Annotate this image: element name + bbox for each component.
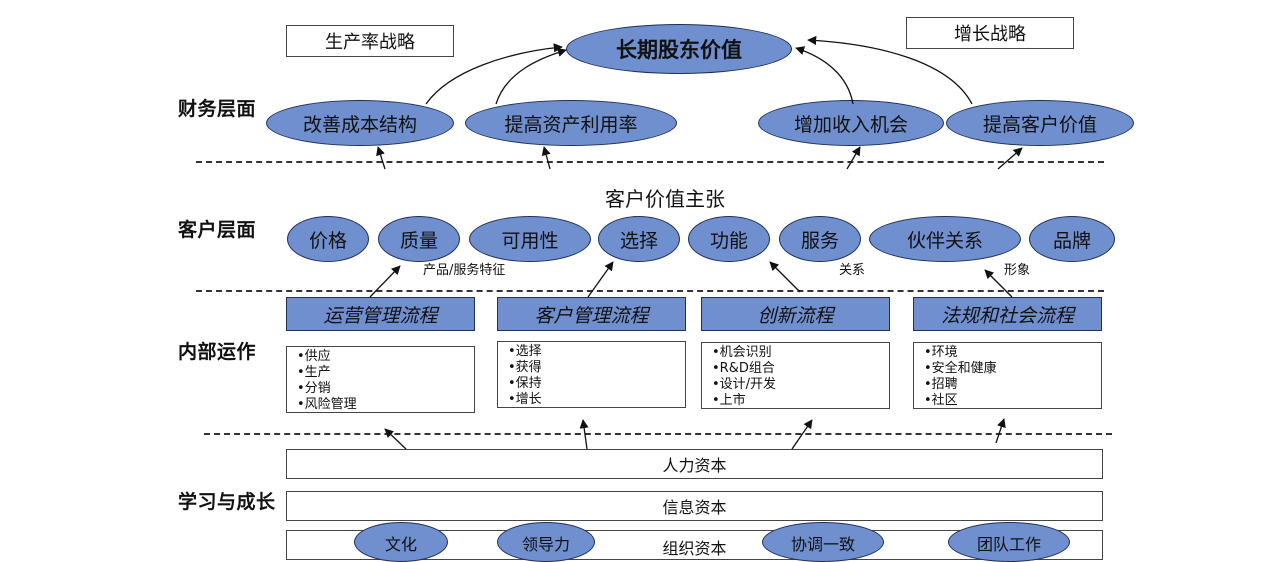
customer-attr-label: 价格: [308, 229, 347, 252]
arrow-revenue-to-value: [795, 46, 854, 105]
layer-label-financial: 财务层面: [178, 98, 257, 120]
process-list-customer-mgmt: •选择 •获得 •保持 •增长: [497, 341, 686, 408]
process-list-item: •风险管理: [297, 397, 357, 412]
group-caption-image: 形象: [1004, 263, 1031, 278]
customer-attr-label: 选择: [619, 229, 658, 252]
separator-customer-internal: [196, 290, 1104, 292]
customer-attr-availability: 可用性: [469, 216, 591, 262]
process-list-item: •社区: [924, 393, 958, 408]
layer-label-learning: 学习与成长: [178, 491, 276, 513]
group-caption-product-service: 产品/服务特征: [423, 263, 506, 278]
arrow-up-2: [541, 146, 551, 170]
shareholder-value-label: 长期股东价值: [616, 38, 742, 62]
human-capital-bar: 人力资本: [286, 449, 1103, 479]
org-item-label: 团队工作: [976, 535, 1041, 554]
process-list-item: •R&D组合: [712, 361, 775, 376]
process-list-item: •机会识别: [712, 345, 772, 360]
financial-item-revenue-opportunity: 增加收入机会: [758, 100, 944, 146]
process-title: 客户管理流程: [534, 304, 649, 327]
org-item-teamwork: 团队工作: [948, 522, 1070, 562]
process-title: 创新流程: [757, 304, 834, 327]
org-item-culture: 文化: [354, 522, 448, 562]
customer-attr-selection: 选择: [598, 216, 680, 262]
financial-item-customer-value: 提高客户价值: [946, 100, 1134, 146]
process-list-item: •增长: [508, 392, 542, 407]
process-list-item: •获得: [508, 360, 542, 375]
human-capital-label: 人力资本: [662, 456, 727, 475]
process-list-innovation: •机会识别 •R&D组合 •设计/开发 •上市: [701, 342, 890, 409]
customer-attr-label: 伙伴关系: [906, 229, 983, 252]
financial-item-label: 提高客户价值: [982, 113, 1097, 136]
arrow-custvalue-to-value: [807, 35, 973, 105]
process-list-item: •保持: [508, 376, 542, 391]
organization-capital-label: 组织资本: [662, 539, 727, 558]
layer-label-internal: 内部运作: [178, 341, 257, 363]
org-item-alignment: 协调一致: [762, 522, 884, 562]
customer-attr-label: 服务: [800, 229, 839, 252]
arrow-up-4: [997, 147, 1023, 170]
customer-attr-label: 质量: [399, 229, 438, 252]
customer-value-title: 客户价值主张: [605, 187, 725, 211]
financial-item-label: 改善成本结构: [302, 113, 417, 136]
org-item-label: 协调一致: [790, 535, 855, 554]
process-list-item: •上市: [712, 393, 746, 408]
customer-attr-function: 功能: [688, 216, 770, 262]
process-list-item: •生产: [297, 365, 331, 380]
process-list-item: •供应: [297, 349, 331, 364]
process-title: 运营管理流程: [323, 304, 438, 327]
financial-item-label: 增加收入机会: [793, 113, 908, 136]
financial-item-cost-structure: 改善成本结构: [266, 100, 454, 146]
customer-attr-quality: 质量: [378, 216, 460, 262]
financial-item-asset-utilization: 提高资产利用率: [465, 100, 677, 146]
process-list-operations: •供应 •生产 •分销 •风险管理: [286, 346, 475, 413]
org-item-label: 领导力: [521, 535, 570, 554]
growth-strategy-box: 增长战略: [906, 17, 1074, 49]
process-header-innovation: 创新流程: [701, 297, 890, 331]
process-list-item: •选择: [508, 344, 542, 359]
org-item-leadership: 领导力: [497, 522, 595, 562]
customer-attr-partnership: 伙伴关系: [869, 216, 1021, 262]
process-header-customer-mgmt: 客户管理流程: [497, 297, 686, 331]
org-item-label: 文化: [384, 535, 417, 554]
process-list-item: •设计/开发: [712, 377, 777, 392]
arrow-up-1: [376, 146, 386, 170]
arrow-up-5: [369, 265, 401, 298]
arrow-asset-to-value: [495, 48, 567, 105]
information-capital-bar: 信息资本: [286, 491, 1103, 521]
arrow-up-7: [769, 261, 801, 293]
information-capital-label: 信息资本: [662, 498, 727, 517]
arrow-up-9: [384, 428, 407, 450]
process-header-operations: 运营管理流程: [286, 297, 475, 331]
shareholder-value-ellipse: 长期股东价值: [566, 24, 792, 74]
arrow-up-3: [846, 146, 861, 170]
process-list-item: •环境: [924, 345, 958, 360]
customer-attr-label: 功能: [709, 229, 748, 252]
layer-label-customer: 客户层面: [178, 219, 257, 241]
process-header-regulatory: 法规和社会流程: [913, 297, 1102, 331]
separator-internal-learning: [204, 433, 1112, 435]
growth-strategy-label: 增长战略: [954, 24, 1026, 45]
process-list-regulatory: •环境 •安全和健康 •招聘 •社区: [913, 342, 1102, 409]
customer-attr-price: 价格: [287, 216, 369, 262]
customer-attr-service: 服务: [779, 216, 861, 262]
customer-attr-label: 可用性: [501, 229, 559, 252]
group-caption-relationship: 关系: [839, 263, 866, 278]
process-list-item: •分销: [297, 381, 331, 396]
customer-attr-brand: 品牌: [1029, 216, 1115, 262]
separator-financial-customer: [196, 161, 1104, 163]
process-title: 法规和社会流程: [940, 304, 1074, 327]
arrow-up-12: [995, 418, 1006, 444]
productivity-strategy-box: 生产率战略: [286, 25, 454, 57]
financial-item-label: 提高资产利用率: [504, 113, 638, 136]
customer-attr-label: 品牌: [1052, 229, 1091, 252]
process-list-item: •安全和健康: [924, 361, 997, 376]
process-list-item: •招聘: [924, 377, 958, 392]
productivity-strategy-label: 生产率战略: [325, 32, 415, 53]
